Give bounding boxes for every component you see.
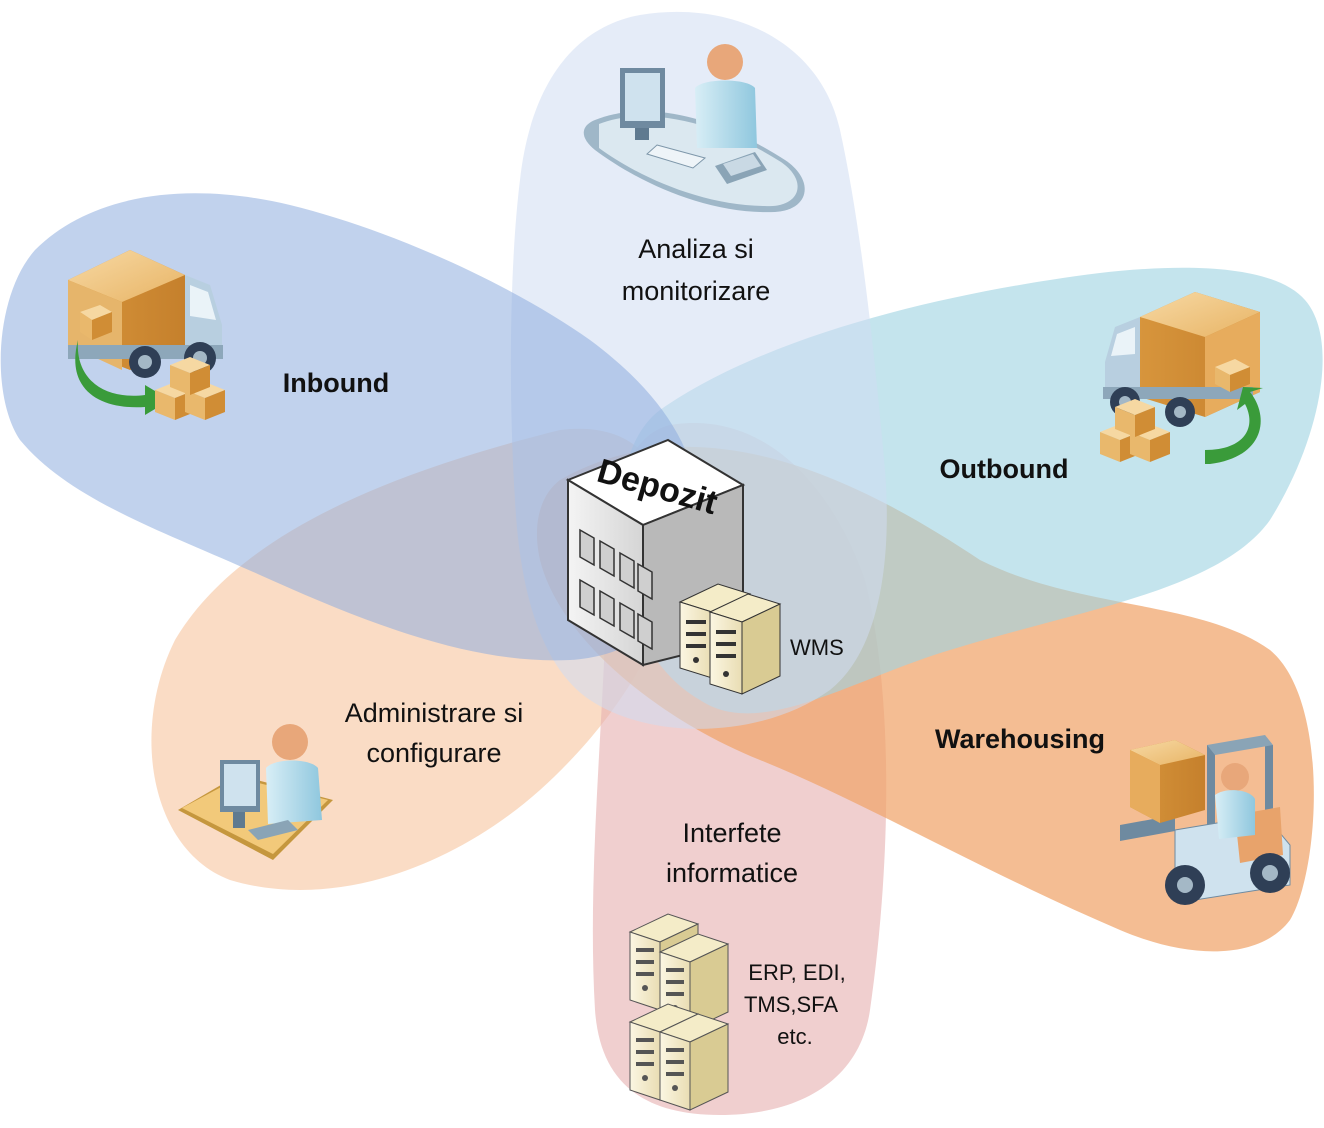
truck-unloading-icon	[68, 250, 225, 420]
server-stack-icon	[628, 913, 730, 1111]
truck-loading-icon	[1100, 292, 1263, 464]
forklift-icon	[1120, 735, 1291, 905]
systems-label-line3: etc.	[777, 1024, 812, 1049]
desk-person-icon	[178, 724, 333, 860]
interfaces-label-line1: Interfete	[682, 818, 781, 848]
systems-label-line1: ERP, EDI,	[748, 960, 845, 985]
administration-label-line1: Administrare si	[345, 698, 524, 728]
administration-label-line2: configurare	[366, 738, 501, 768]
interfaces-label-line2: informatice	[666, 858, 798, 888]
server-icon	[678, 583, 782, 695]
warehousing-label: Warehousing	[935, 724, 1105, 754]
systems-label-line2: TMS,SFA	[744, 992, 838, 1017]
analysis-label-line2: monitorizare	[622, 276, 771, 306]
analysis-label-line1: Analiza si	[638, 234, 754, 264]
wms-label: WMS	[790, 635, 844, 660]
workstation-person-icon	[583, 44, 805, 213]
outbound-label: Outbound	[940, 454, 1069, 484]
inbound-label: Inbound	[283, 368, 389, 398]
